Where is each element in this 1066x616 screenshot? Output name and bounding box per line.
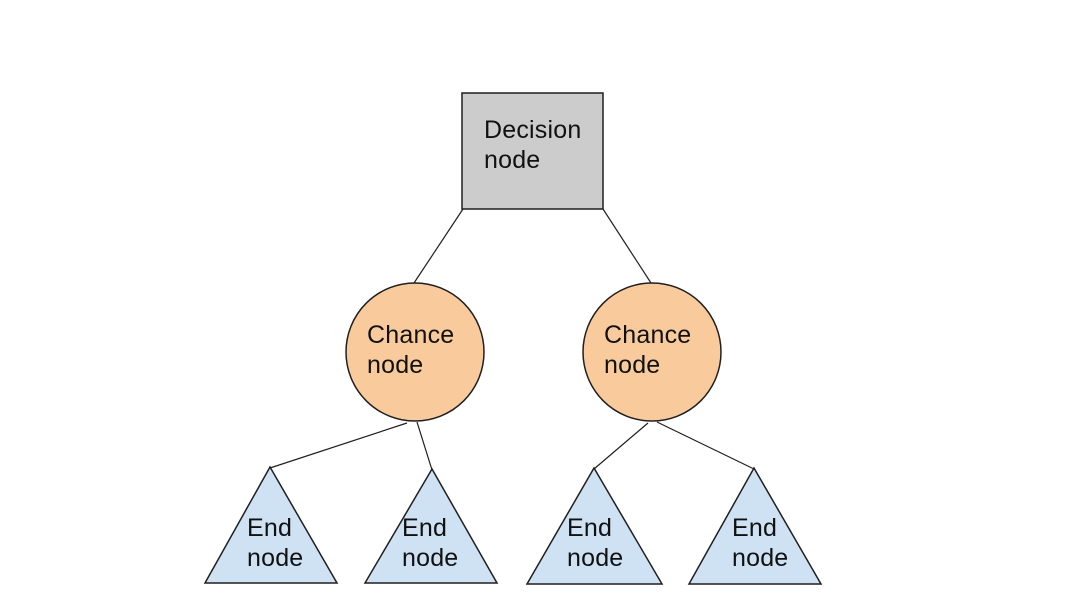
end-node-1-shape xyxy=(203,465,339,584)
edge-decision-to-chance-right xyxy=(602,208,652,284)
end-node-4-shape xyxy=(687,466,823,585)
end-node-3-shape xyxy=(525,466,664,585)
end-node-2-shape xyxy=(363,467,499,584)
edge-chance-left-to-end-2 xyxy=(416,421,433,471)
edge-chance-left-to-end-1 xyxy=(269,422,408,469)
edge-decision-to-chance-left xyxy=(413,208,464,284)
chance-node-right-shape xyxy=(582,282,722,422)
edge-chance-right-to-end-3 xyxy=(593,422,649,470)
chance-node-left-shape xyxy=(345,282,485,422)
edge-chance-right-to-end-4 xyxy=(656,421,755,470)
decision-node-shape xyxy=(461,92,604,210)
